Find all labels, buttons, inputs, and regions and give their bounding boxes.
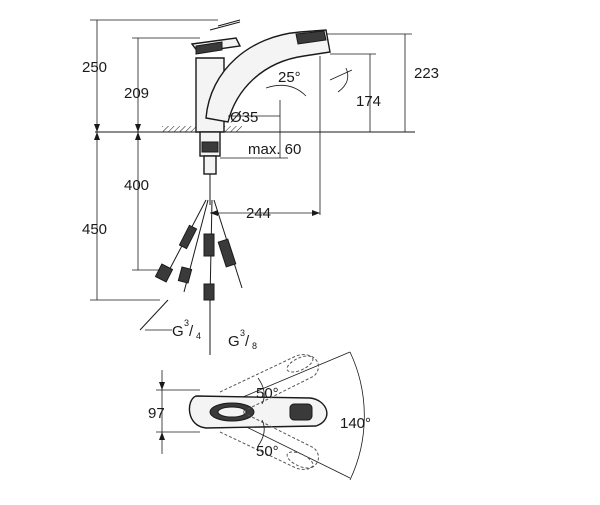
label-174: 174 [356,93,381,110]
angle-arc-25 [265,84,307,97]
label-g-left: G [172,323,184,340]
label-g-left-num: 3 [184,318,189,328]
spout-top-head [289,403,313,421]
mounting-nut [201,141,219,153]
angle-arc-head [337,67,349,93]
hose-fitting-1 [178,224,198,250]
ghost-head-lower [286,451,314,469]
arrow-mark [135,124,141,132]
hose-fitting-2 [177,266,193,284]
arrow-mark [159,432,165,440]
label-209: 209 [124,85,149,102]
ghost-head-upper [286,355,314,373]
hose-fitting-5 [217,238,237,268]
label-g-right-den: 8 [252,341,257,351]
lever-top-line [217,19,241,27]
arrow-mark [135,132,141,140]
label-97: 97 [148,405,165,422]
label-450: 450 [82,221,107,238]
hose-fitting-3 [203,233,215,257]
arrow-mark [94,132,100,140]
label-g-left-den: 4 [196,331,201,341]
arrow-mark [312,210,320,216]
side-view: 250 209 223 174 25° Ø35 max. 60 400 450 … [82,19,439,355]
label-angle-25: 25° [278,69,301,86]
angle-leader [329,69,353,81]
spout-top-inner [217,406,247,418]
shank-lower [203,155,217,175]
label-angle-50-upper: 50° [256,385,279,402]
connection-label-left: G 3 / 4 [172,318,201,341]
label-angle-50-lower: 50° [256,443,279,460]
angle-arc-upper [257,377,265,405]
arrow-mark [210,210,218,216]
arrow-mark [159,382,165,390]
label-244: 244 [246,205,271,222]
lever-edge [209,21,241,31]
swivel-arc-140 [349,351,365,481]
hose-dim-line [139,299,169,331]
label-g-right-num: 3 [240,328,245,338]
label-223: 223 [414,65,439,82]
label-250: 250 [82,59,107,76]
label-g-right: G [228,333,240,350]
label-max-60: max. 60 [248,141,301,158]
label-angle-140: 140° [340,415,371,432]
label-400: 400 [124,177,149,194]
pullout-spout [205,29,331,123]
fraction-slash: / [189,323,194,340]
hose-fitting-4 [203,283,215,301]
lever-cap [195,41,223,55]
supply-hoses [154,199,243,301]
fraction-slash: / [245,333,250,350]
arrow-mark [94,124,100,132]
top-view: 97 50° 50° 140° [148,351,371,481]
label-diameter: Ø35 [230,109,258,126]
hose-end-left [154,263,174,283]
angle-arc-lower [257,419,265,447]
spout-head [295,30,327,45]
connection-label-right: G 3 / 8 [228,328,257,351]
